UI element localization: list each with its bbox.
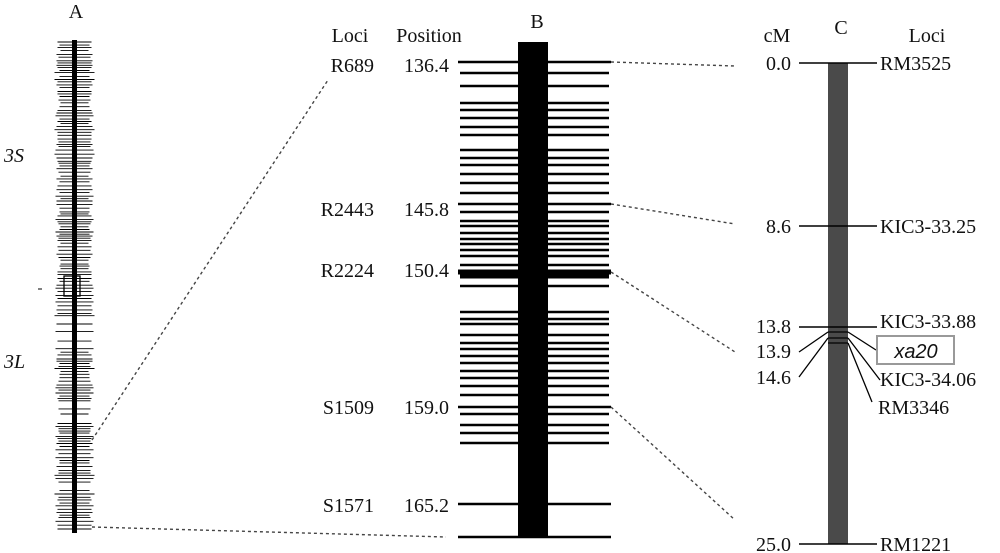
chromosome-b-bar bbox=[518, 42, 548, 536]
connector-b-c-1 bbox=[610, 61, 736, 67]
header-loci-b: Loci bbox=[332, 25, 369, 47]
panel-c-marker-labels: 0.0 RM3525 8.6 KIC3-33.25 13.8 KIC3-33.88 13.9… bbox=[756, 53, 976, 553]
leader-14-6 bbox=[798, 337, 829, 378]
marker-b-position: 165.2 bbox=[404, 495, 449, 517]
marker-c-locus: RM3525 bbox=[880, 53, 951, 75]
marker-c-cm: 0.0 bbox=[766, 53, 791, 75]
marker-c-cm: 8.6 bbox=[766, 216, 791, 238]
marker-c-cm: 25.0 bbox=[756, 534, 791, 553]
marker-b-position: 145.8 bbox=[404, 199, 449, 221]
header-loci-c: Loci bbox=[909, 25, 946, 47]
leader-13-9 bbox=[798, 331, 829, 353]
marker-b-locus: S1509 bbox=[323, 397, 374, 419]
header-position-b: Position bbox=[396, 25, 462, 47]
panel-a: A 3S 3L bbox=[3, 1, 95, 533]
marker-b-locus: R2443 bbox=[321, 199, 374, 221]
marker-c-locus: RM3346 bbox=[878, 397, 949, 419]
marker-c-cm: 13.9 bbox=[756, 341, 791, 363]
marker-b-locus: R689 bbox=[331, 55, 374, 77]
centromere-box bbox=[63, 275, 81, 297]
marker-c-locus: KIC3-33.88 bbox=[880, 311, 976, 333]
marker-b-position: 150.4 bbox=[404, 260, 449, 282]
marker-c-cm: 14.6 bbox=[756, 367, 791, 389]
connector-a-b-top bbox=[91, 79, 329, 441]
marker-b-locus: S1571 bbox=[323, 495, 374, 517]
marker-c-locus: KIC3-33.25 bbox=[880, 216, 976, 238]
marker-c-locus: RM1221 bbox=[880, 534, 951, 553]
arm-long-label: 3L bbox=[3, 351, 25, 373]
arm-short-label: 3S bbox=[3, 145, 24, 167]
marker-b-locus: R2224 bbox=[321, 260, 374, 282]
gene-xa20-label: xa20 bbox=[893, 341, 937, 363]
panel-b-letter: B bbox=[530, 11, 543, 33]
marker-b-position: 136.4 bbox=[404, 55, 449, 77]
leader-kic3-34-06 bbox=[847, 337, 881, 381]
connector-a-b-bottom bbox=[91, 526, 447, 538]
leader-rm3346 bbox=[847, 342, 873, 403]
panel-a-letter: A bbox=[69, 1, 84, 23]
panel-c-letter: C bbox=[834, 17, 847, 39]
xa20-gene-box bbox=[876, 335, 955, 365]
marker-c-cm: 13.8 bbox=[756, 316, 791, 338]
marker-b-position: 159.0 bbox=[404, 397, 449, 419]
chromosome-a-bar bbox=[72, 40, 77, 533]
connector-b-c-3 bbox=[610, 271, 736, 353]
connector-b-c-2 bbox=[610, 203, 736, 225]
chromosome-c-bar bbox=[828, 63, 848, 544]
header-cm: cM bbox=[764, 25, 791, 47]
leader-xa20 bbox=[847, 331, 877, 351]
connector-b-c-4 bbox=[610, 406, 736, 521]
marker-c-locus: KIC3-34.06 bbox=[880, 369, 976, 391]
